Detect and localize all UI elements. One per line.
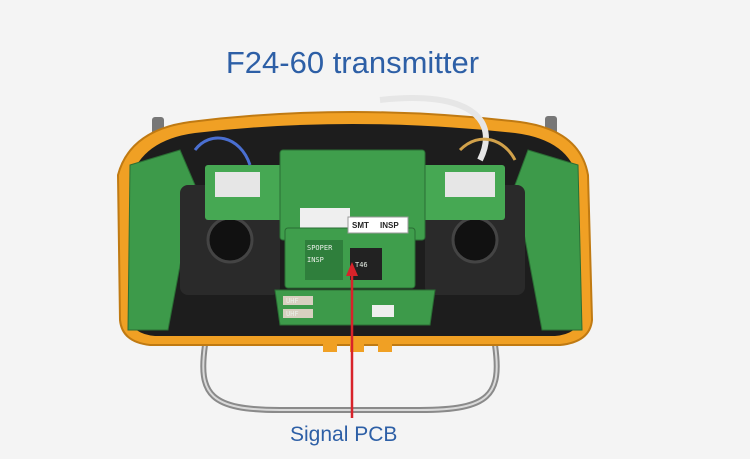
uhf-bottom-label: UHF <box>286 310 299 318</box>
smt-label: SMT <box>352 221 369 230</box>
signal-pcb-caption: Signal PCB <box>290 423 398 446</box>
brand-label: SPOPER <box>307 244 333 252</box>
chip-label: T46 <box>355 261 368 269</box>
insp-left-label: INSP <box>307 256 324 264</box>
ribbon-cable-top <box>379 95 489 162</box>
lower-pcb <box>274 289 436 326</box>
right-side-pcb <box>514 149 583 331</box>
red-arrow-head <box>346 262 358 276</box>
uhf-top-label: UHF <box>286 297 299 305</box>
carry-handle <box>200 344 500 413</box>
insp-right-label: INSP <box>380 221 399 230</box>
smt-sticker <box>347 216 409 234</box>
image-title: F24-60 transmitter <box>225 45 480 80</box>
